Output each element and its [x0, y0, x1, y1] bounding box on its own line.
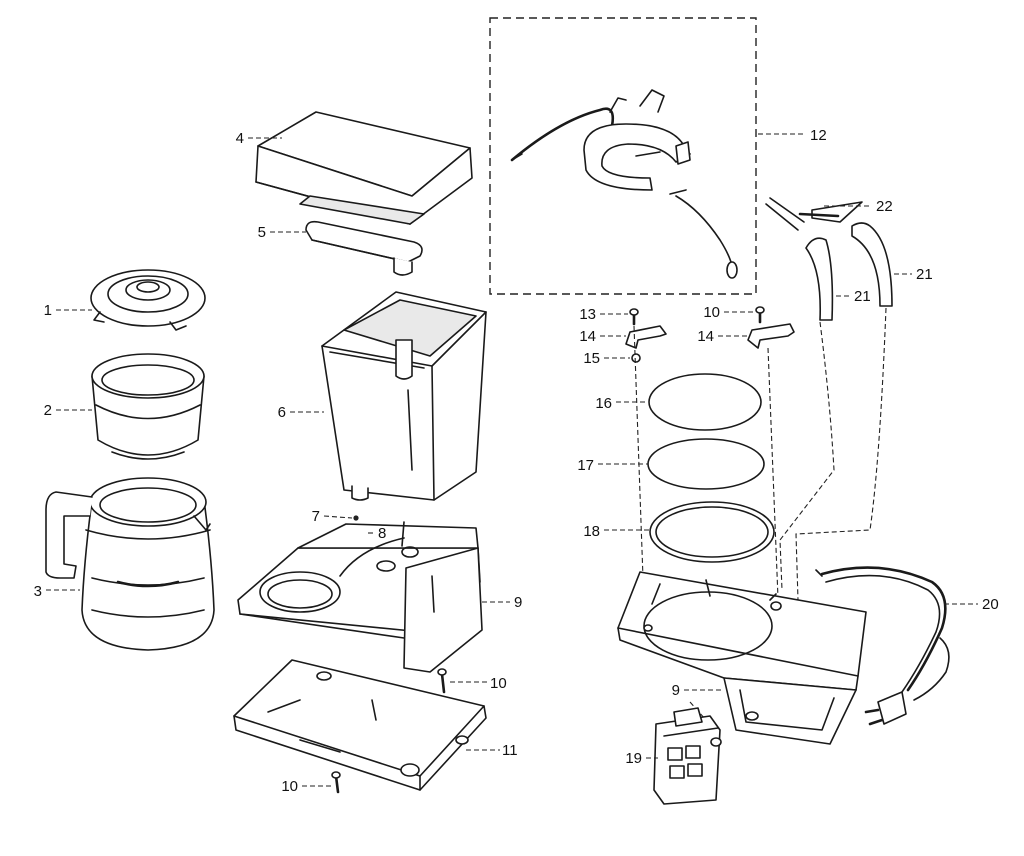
callout-12: 12: [810, 127, 827, 144]
part-17-insulator-ring: [647, 438, 765, 490]
callout-4: 4: [236, 130, 244, 147]
part-10-screw-b: [331, 771, 341, 794]
part-18-gasket-ring: [649, 501, 775, 563]
callout-16: 16: [595, 395, 612, 412]
callout-leaders: [46, 133, 978, 787]
callout-21-left: 21: [854, 288, 871, 305]
callout-19: 19: [625, 750, 642, 767]
part-20-power-cord: [815, 566, 950, 726]
callout-9-right: 9: [672, 682, 680, 699]
part-22-thermostat: [765, 197, 863, 231]
callout-14-right: 14: [697, 328, 714, 345]
callout-9-left: 9: [514, 594, 522, 611]
callout-8: 8: [378, 525, 386, 542]
callout-2: 2: [44, 402, 52, 419]
part-15-nut: [631, 353, 641, 363]
callout-3: 3: [34, 583, 42, 600]
part-11-bottom-plate: [233, 659, 487, 791]
part-19-switch-module: [653, 707, 722, 805]
part-21-tube-right: [851, 222, 893, 307]
part-14-clip-right: [747, 323, 795, 349]
callout-21-right: 21: [916, 266, 933, 283]
callout-18: 18: [583, 523, 600, 540]
callout-6: 6: [278, 404, 286, 421]
part-13-screw: [629, 308, 639, 326]
callout-22: 22: [876, 198, 893, 215]
callout-10-c: 10: [703, 304, 720, 321]
part-21-tube-left: [805, 237, 834, 321]
part-12-heater-assembly: [489, 17, 757, 295]
part-3-carafe: [45, 477, 215, 651]
callout-20: 20: [982, 596, 999, 613]
callout-5: 5: [258, 224, 266, 241]
callout-1: 1: [44, 302, 52, 319]
part-2-brew-basket: [91, 353, 205, 460]
callout-14-left: 14: [579, 328, 596, 345]
part-7-valve-pin: [353, 515, 359, 521]
callout-15: 15: [583, 350, 600, 367]
part-10-screw-a: [437, 668, 447, 694]
part-6-water-reservoir: [321, 291, 487, 501]
part-10-screw-c: [755, 306, 765, 324]
part-14-clip-left: [625, 325, 667, 349]
callout-10-a: 10: [490, 675, 507, 692]
part-4-top-cover: [255, 111, 473, 225]
callout-labels: 1 2 3 4 5 6 7 8 9 10 11 10 12 13 14 15 1…: [34, 127, 999, 795]
part-1-basket-lid: [90, 269, 206, 331]
callout-7: 7: [312, 508, 320, 525]
callout-13: 13: [579, 306, 596, 323]
part-9-base-housing-right: [617, 571, 867, 745]
part-16-warming-plate: [648, 373, 762, 431]
part-5-spray-head: [305, 220, 423, 276]
callout-17: 17: [577, 457, 594, 474]
part-9-base-housing-left: [237, 521, 483, 673]
callout-11: 11: [502, 742, 518, 759]
callout-10-b: 10: [281, 778, 298, 795]
